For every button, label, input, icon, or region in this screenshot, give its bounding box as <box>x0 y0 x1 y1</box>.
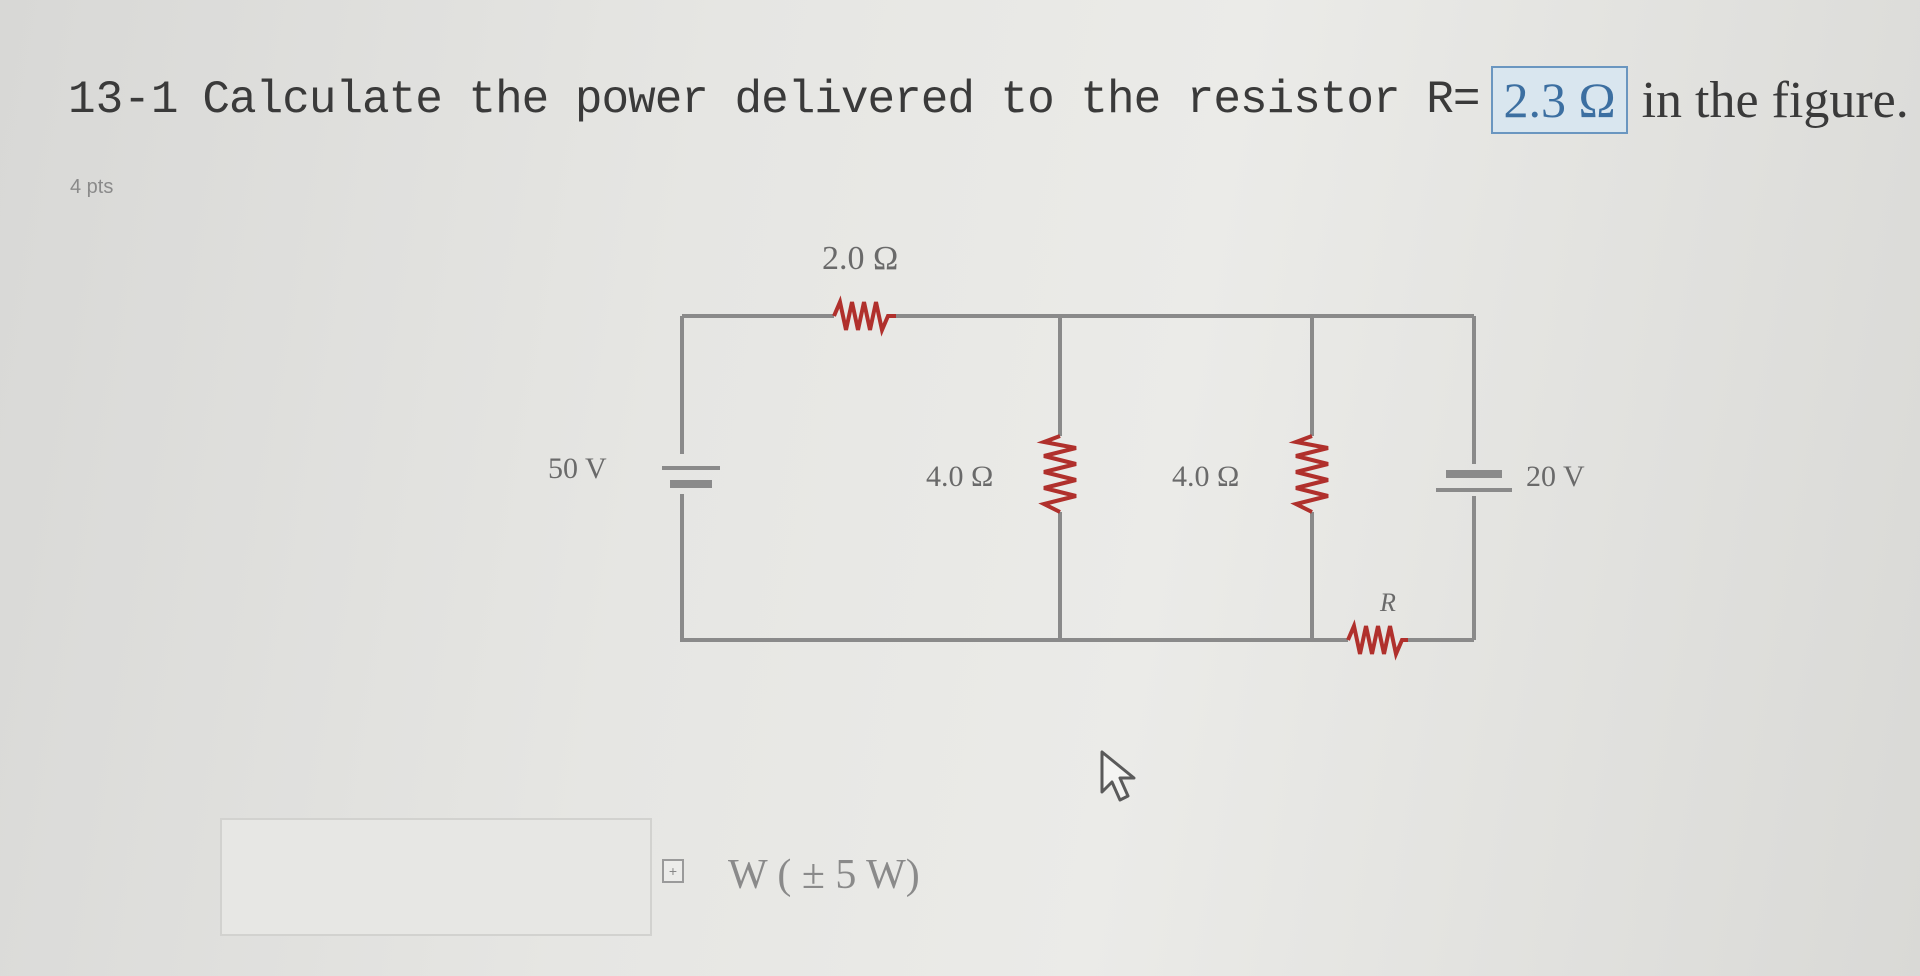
label-left-battery: 50 V <box>548 452 607 485</box>
resistor-top <box>832 295 896 337</box>
r-value-highlight[interactable]: 2.3 Ω <box>1491 66 1628 134</box>
label-middle-resistor-1: 4.0 Ω <box>926 460 994 493</box>
mouse-pointer-icon <box>1100 750 1136 802</box>
question-number: 13-1 <box>68 74 179 126</box>
label-resistor-r: R <box>1380 588 1396 617</box>
points-label: 4 pts <box>70 176 114 198</box>
battery-right <box>1436 470 1512 492</box>
resistor-middle-2 <box>1288 434 1329 514</box>
unit-tolerance-label: W ( ± 5 W) <box>728 852 920 898</box>
label-top-resistor: 2.0 Ω <box>822 240 899 277</box>
question-text-tail: in the figure. <box>1641 71 1909 129</box>
battery-left <box>662 466 720 488</box>
plus-box-icon[interactable]: + <box>662 859 684 883</box>
wire-bottom-left <box>680 494 1348 642</box>
resistor-r <box>1346 619 1408 661</box>
question-text: Calculate the power delivered to the res… <box>202 74 1480 126</box>
label-middle-resistor-2: 4.0 Ω <box>1172 460 1240 493</box>
label-right-battery: 20 V <box>1526 460 1585 493</box>
question-title: 13-1 Calculate the power delivered to th… <box>68 60 1909 140</box>
resistor-middle-1 <box>1036 434 1077 514</box>
answer-input[interactable] <box>220 818 652 936</box>
circuit-wires <box>680 314 1476 642</box>
